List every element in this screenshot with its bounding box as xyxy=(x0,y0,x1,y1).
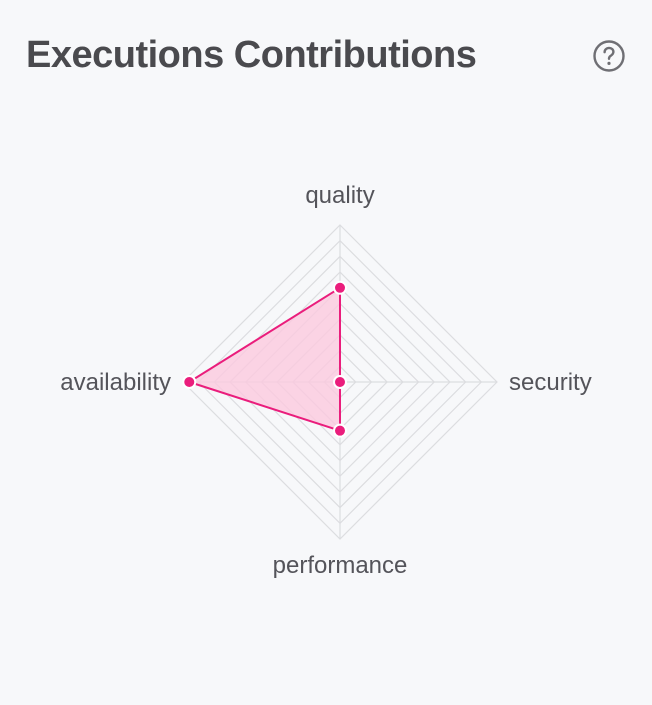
radar-point-performance[interactable] xyxy=(333,423,347,438)
question-circle-icon[interactable] xyxy=(592,39,626,73)
axis-label-security: security xyxy=(509,369,592,396)
radar-point-quality[interactable] xyxy=(333,280,347,295)
card-header: Executions Contributions xyxy=(26,30,626,86)
radar-point-security[interactable] xyxy=(333,375,347,389)
axis-label-availability: availability xyxy=(60,369,171,396)
axis-label-performance: performance xyxy=(273,552,408,579)
radar-series-area xyxy=(188,286,341,432)
axis-label-quality: quality xyxy=(305,182,374,209)
radar-axis-labels: quality security performance availability xyxy=(60,182,591,579)
radar-series xyxy=(182,280,347,438)
radar-point-availability[interactable] xyxy=(182,375,197,389)
card-title: Executions Contributions xyxy=(26,34,477,76)
